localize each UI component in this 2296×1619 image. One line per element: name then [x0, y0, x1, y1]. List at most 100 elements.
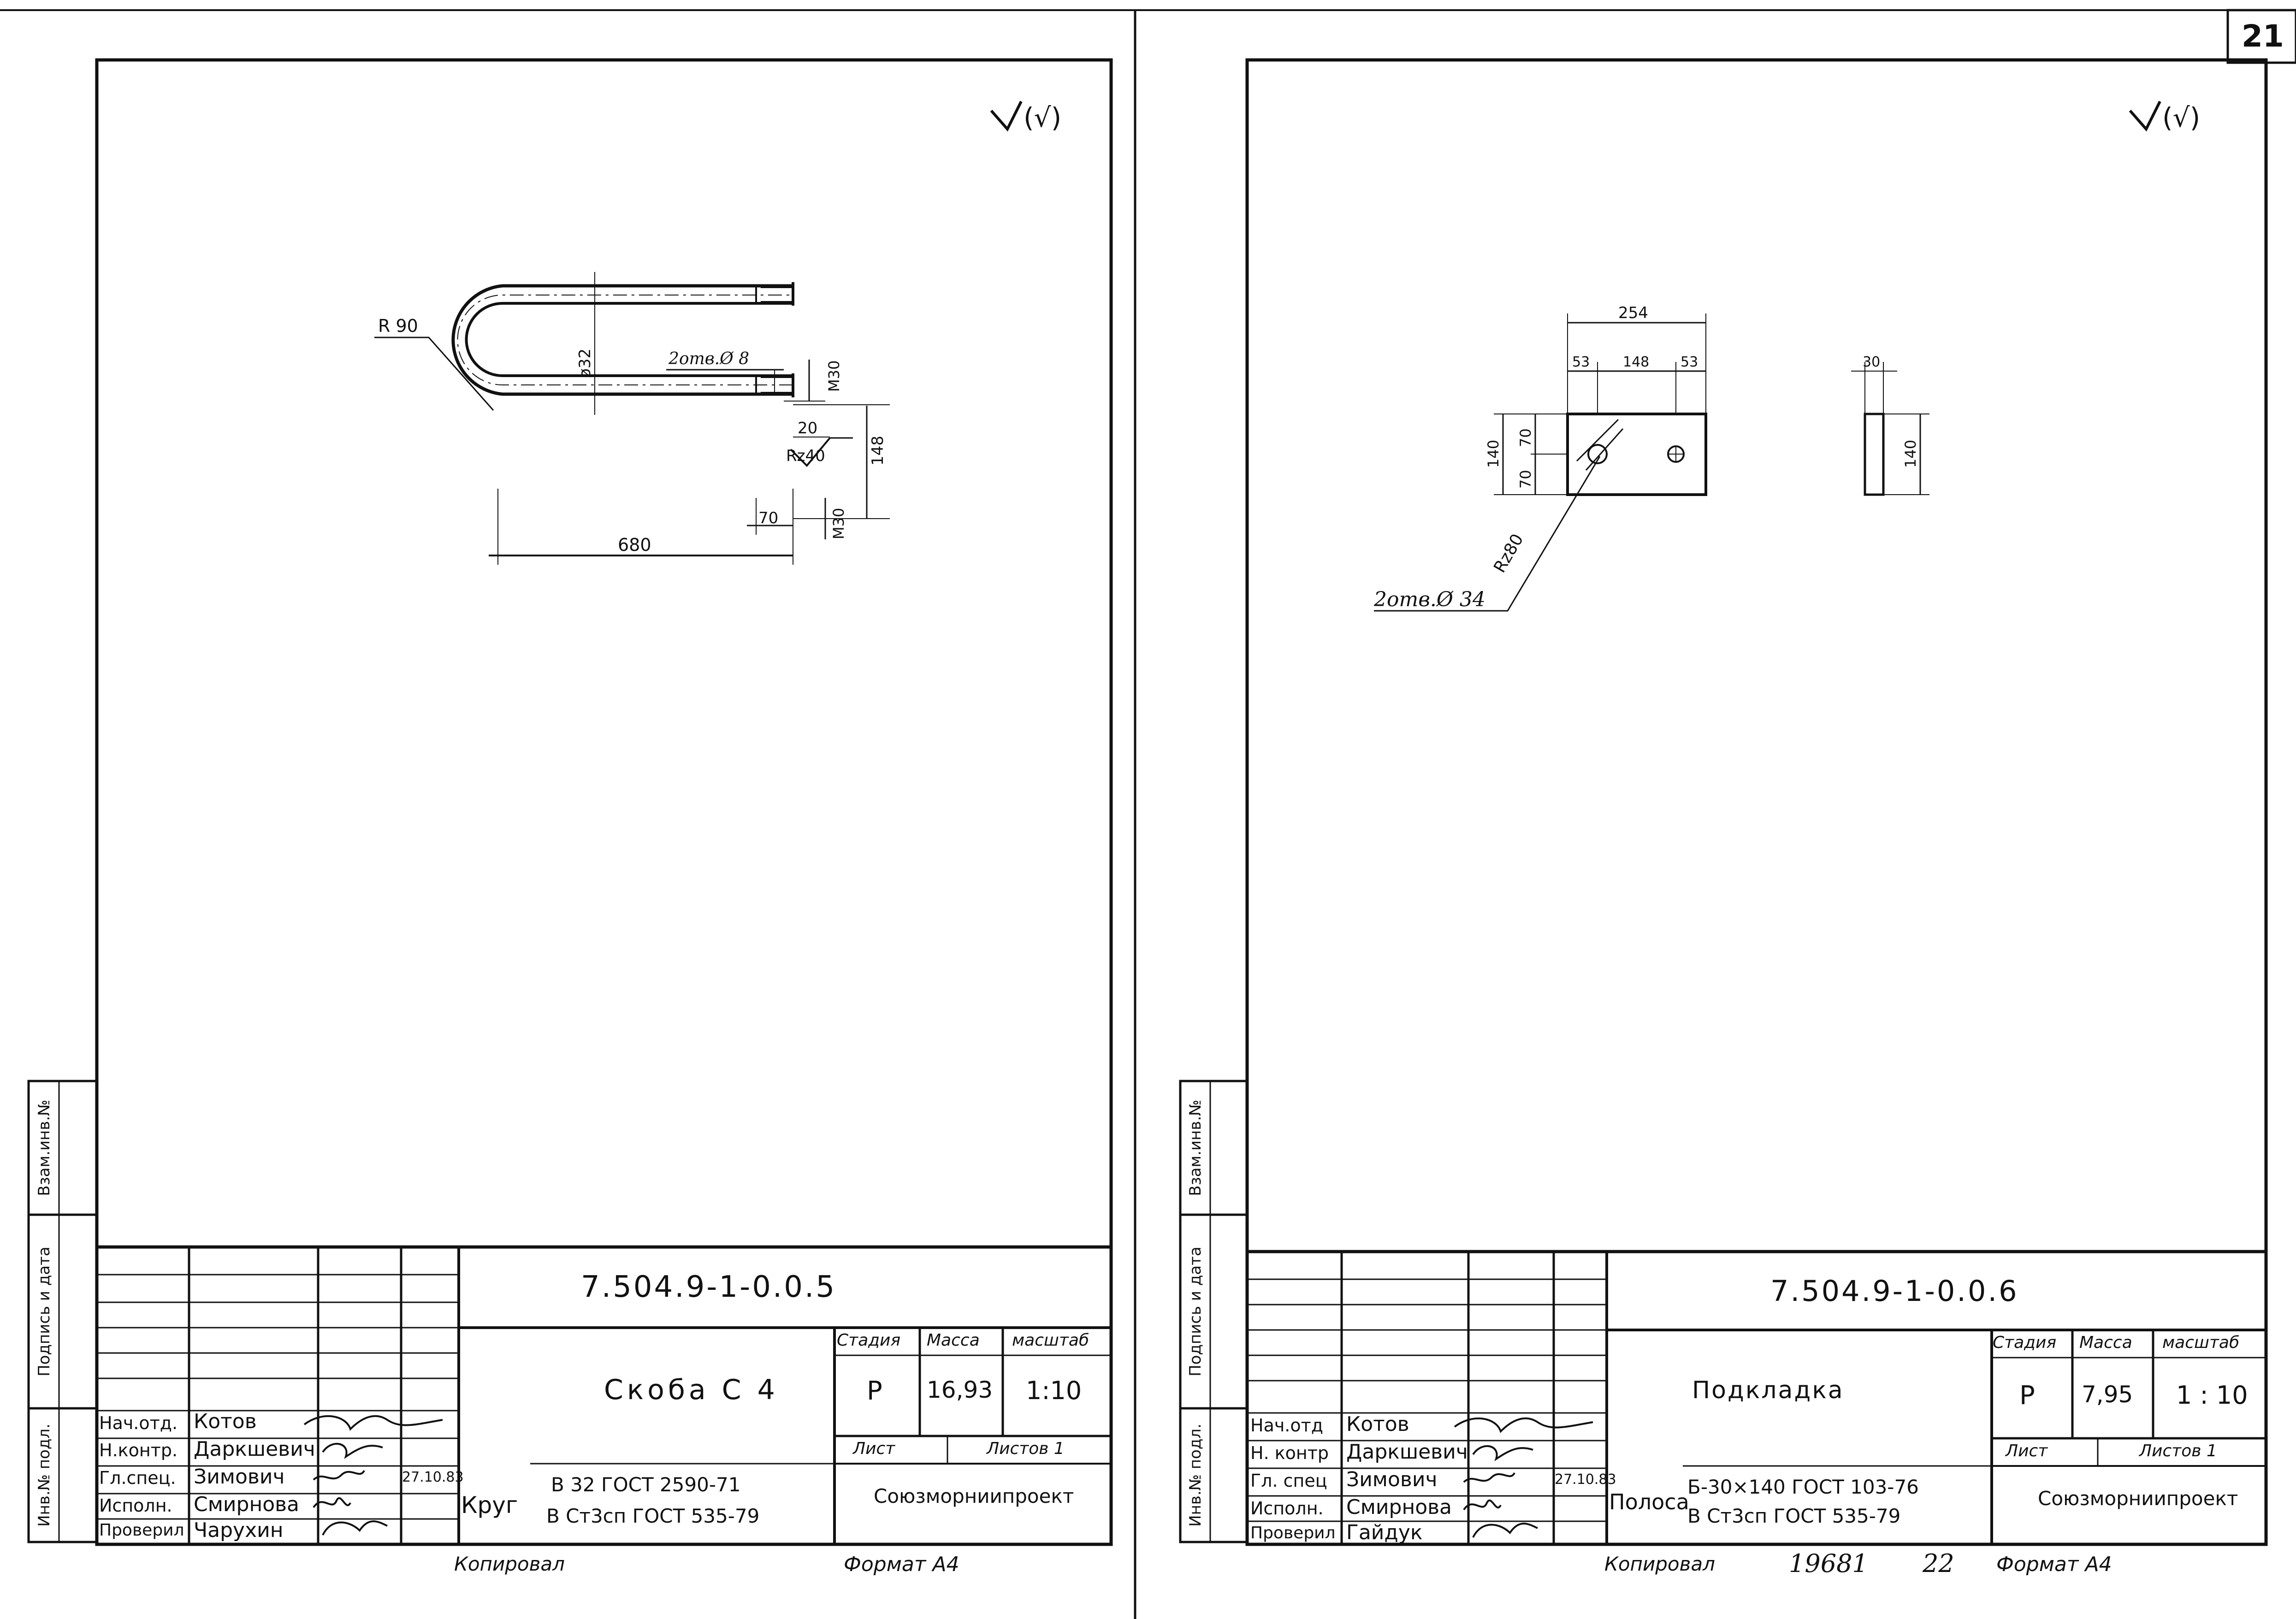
header-scale-right: масштаб [2162, 1333, 2240, 1352]
dim-holes-plate: 2отв.Ø 34 [1373, 588, 1485, 611]
designation-left: 7.504.9-1-0.0.5 [581, 1270, 837, 1304]
u-bolt-drawing: R 90 ø32 2отв.Ø 8 M30 148 20 Rz40 M30 70… [374, 100, 1061, 565]
signatures-left [303, 1415, 443, 1536]
header-sheets-right: Листов 1 [2139, 1442, 2217, 1460]
designation-right: 7.504.9-1-0.0.6 [1770, 1274, 2019, 1308]
side-label-inv: Инв.№ подл. [35, 1424, 53, 1527]
dim-53a: 53 [1572, 354, 1590, 370]
value-stage-left: Р [867, 1376, 882, 1406]
role-label: Нач.отд. [99, 1413, 178, 1433]
role-label: Гл. спец [1250, 1471, 1327, 1491]
header-mass-right: Масса [2079, 1333, 2132, 1352]
format-right: Формат А4 [1996, 1553, 2112, 1576]
role-name-left-2: Зимович [194, 1465, 285, 1489]
side-label-inv-right: Инв.№ подл. [1186, 1424, 1205, 1527]
role-name-right-4: Гайдук [1346, 1521, 1423, 1544]
role-name-right-3: Смирнова [1346, 1495, 1452, 1519]
role-name-right-2: Зимович [1346, 1468, 1438, 1491]
role-label: Гл.спец. [99, 1468, 176, 1488]
header-sheet-right: Лист [2006, 1442, 2048, 1460]
role-label: Проверил [1250, 1524, 1336, 1542]
dim-d32: ø32 [576, 349, 594, 378]
org-right: Союзморниипроект [2038, 1487, 2238, 1510]
side-label-vzam-right: Взам.инв.№ [1186, 1099, 1205, 1196]
role-name-left-0: Котов [194, 1410, 257, 1433]
role-row-left-3: Исполн. [99, 1497, 172, 1514]
dim-70a: 70 [1517, 428, 1534, 447]
role-row-right-4: Проверил [1250, 1525, 1336, 1542]
dim-30: 30 [1863, 354, 1880, 370]
plate-drawing: 254 53 148 53 30 140 70 70 140 Rz80 2отв… [1373, 100, 2200, 612]
dim-140-side: 140 [1902, 440, 1919, 468]
role-row-right-3: Исполн. [1250, 1500, 1324, 1517]
date-right: 27.10.83 [1555, 1471, 1616, 1488]
role-name-right-1: Даркшевич [1346, 1440, 1468, 1464]
dim-140: 140 [1485, 440, 1502, 468]
material-label-left: Круг [461, 1492, 518, 1519]
material-label-right: Полоса [1609, 1489, 1689, 1514]
role-row-left-4: Проверил [99, 1522, 184, 1539]
role-label: Нач.отд [1250, 1415, 1324, 1436]
role-name-right-0: Котов [1346, 1412, 1409, 1436]
u-bolt-outline-inner [465, 302, 793, 377]
material-top-right: Б-30×140 ГОСТ 103-76 [1687, 1476, 1919, 1498]
material-bottom-left: В Ст3сп ГОСТ 535-79 [546, 1505, 760, 1527]
dim-148-plate: 148 [1623, 354, 1649, 370]
roughness-mark-left: (√) [1024, 102, 1061, 133]
side-label-podpis: Подпись и дата [35, 1247, 53, 1377]
format-left: Формат А4 [844, 1553, 959, 1576]
header-stage-right: Стадия [1993, 1333, 2057, 1352]
header-mass-left: Масса [927, 1331, 980, 1350]
title-left: Скоба С 4 [604, 1374, 779, 1406]
dim-148: 148 [869, 436, 887, 466]
role-label: Проверил [99, 1521, 184, 1540]
role-label: Н.контр. [99, 1440, 178, 1460]
dim-rz80: Rz80 [1490, 531, 1527, 576]
copied-left: Копировал [454, 1553, 565, 1575]
roughness-mark-right: (√) [2162, 102, 2200, 133]
dim-holes: 2отв.Ø 8 [668, 349, 749, 368]
header-sheet-left: Лист [853, 1439, 895, 1458]
dim-254: 254 [1618, 304, 1648, 322]
value-stage-right: Р [2019, 1381, 2035, 1411]
side-label-podpis-right: Подпись и дата [1186, 1247, 1205, 1377]
role-name-left-1: Даркшевич [194, 1437, 315, 1461]
header-stage-left: Стадия [837, 1331, 901, 1350]
role-row-left-2: Гл.спец. [99, 1469, 176, 1487]
value-scale-right: 1 : 10 [2176, 1381, 2248, 1410]
role-row-right-0: Нач.отд [1250, 1417, 1323, 1434]
org-left: Союзморниипроект [874, 1485, 1074, 1507]
dim-m30-bottom: M30 [830, 508, 847, 539]
plate-side-view [1864, 413, 1885, 496]
role-name-left-4: Чарухин [194, 1519, 284, 1542]
copy-suffix: 22 [1923, 1549, 1954, 1578]
dim-rz40: Rz40 [786, 447, 825, 465]
role-label: Исполн. [99, 1495, 172, 1516]
dim-r90: R 90 [378, 316, 418, 336]
role-label: Н. контр [1250, 1443, 1329, 1463]
copy-number: 19681 [1789, 1549, 1868, 1578]
title-right: Подкладка [1692, 1377, 1844, 1404]
header-sheets-left: Листов 1 [987, 1439, 1065, 1458]
dim-680: 680 [618, 535, 651, 555]
page-number: 21 [2242, 18, 2284, 54]
value-scale-left: 1:10 [1026, 1376, 1082, 1405]
role-row-left-0: Нач.отд. [99, 1414, 178, 1432]
dim-m30-top: M30 [825, 360, 843, 392]
value-mass-left: 16,93 [927, 1377, 993, 1403]
dim-70b: 70 [1517, 470, 1534, 489]
role-row-left-1: Н.контр. [99, 1442, 178, 1459]
value-mass-right: 7,95 [2082, 1381, 2133, 1408]
material-bottom-right: В Ст3сп ГОСТ 535-79 [1687, 1505, 1901, 1527]
material-top-left: В 32 ГОСТ 2590-71 [551, 1473, 741, 1496]
copied-right: Копировал [1604, 1553, 1715, 1575]
side-label-vzam: Взам.инв.№ [35, 1099, 53, 1196]
dim-70: 70 [758, 509, 778, 527]
u-bolt-outline-outer [451, 284, 793, 396]
signatures-right [1454, 1417, 1593, 1538]
dim-20: 20 [798, 419, 817, 437]
dim-53b: 53 [1681, 354, 1698, 370]
role-row-right-2: Гл. спец [1250, 1472, 1327, 1489]
date-left: 27.10.83 [402, 1469, 464, 1485]
